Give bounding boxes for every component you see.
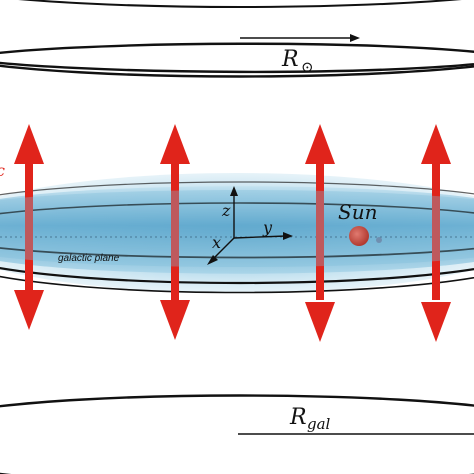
outer-ring-bottom-upper [0, 394, 474, 408]
vertical-arrow-3 [305, 124, 335, 342]
planet-marker [376, 237, 382, 243]
sun-label: Sun [338, 200, 377, 224]
sun-marker [349, 226, 369, 246]
outer-ring-top-upper [18, 0, 462, 8]
outer-ring-top [0, 42, 474, 74]
vertical-arrow-2 [160, 124, 190, 340]
axis-z-label: z [221, 201, 231, 220]
axis-x-label: x [212, 233, 221, 252]
axis-y-label: y [262, 218, 273, 237]
vertical-arrow-4 [421, 124, 451, 342]
disk-overlay [0, 190, 474, 267]
outer-ring-top-lower [0, 64, 474, 78]
galactic-disk [0, 186, 474, 274]
r-sun-label: R [281, 47, 299, 72]
outer-ring-bottom-lower [0, 472, 474, 474]
r-gal-subscript: gal [307, 415, 331, 433]
left-edge-fragment: c [0, 161, 5, 180]
r-sun-subscript: ⊙ [301, 58, 314, 76]
galactic-plane-label: galactic plane [58, 253, 120, 264]
coordinate-axes [207, 186, 293, 265]
r-gal-label: R [289, 405, 307, 430]
r-sun-arrowhead [350, 34, 360, 42]
vertical-arrow-1 [14, 124, 44, 330]
